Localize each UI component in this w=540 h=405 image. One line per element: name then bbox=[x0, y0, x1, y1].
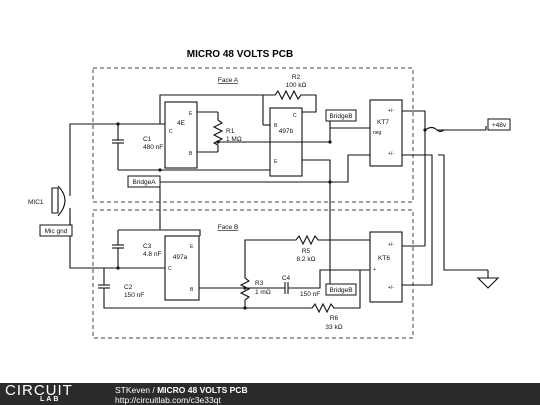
c1-name: C1 bbox=[143, 136, 152, 143]
r1-resistor bbox=[212, 119, 224, 146]
svg-text:C: C bbox=[293, 113, 297, 119]
svg-text:C: C bbox=[169, 129, 173, 135]
microphone-diaphragm bbox=[57, 185, 66, 217]
r6-name: R6 bbox=[330, 315, 339, 322]
c1-value: 480 nF bbox=[143, 144, 163, 151]
svg-text:+/-: +/- bbox=[388, 151, 394, 157]
svg-text:C: C bbox=[168, 266, 172, 272]
plus48v-label: +48v bbox=[492, 122, 507, 129]
face-b-label: Face B bbox=[218, 224, 239, 231]
author-name[interactable]: STKeven bbox=[115, 385, 150, 395]
mic-gnd-label: Mic gnd bbox=[45, 228, 68, 235]
plus48v-flag bbox=[487, 118, 511, 131]
r1-value: 1 MΩ bbox=[226, 136, 242, 143]
schematic-title: MICRO 48 VOLTS PCB bbox=[187, 49, 294, 60]
wire-mic-to-c1 bbox=[69, 123, 118, 196]
r5-value: 8.2 kΩ bbox=[297, 256, 316, 263]
r3-value: 1 mΩ bbox=[255, 289, 271, 296]
r5-name: R5 bbox=[302, 248, 311, 255]
c3-value: 4.8 nF bbox=[143, 251, 161, 258]
bridgea-flag bbox=[127, 175, 161, 188]
schematic-url[interactable]: http://circuitlab.com/c3e33qt bbox=[115, 395, 221, 405]
rail-positive bbox=[402, 110, 426, 246]
mic1-label: MIC1 bbox=[28, 199, 44, 206]
bridgeb-bottom-flag bbox=[325, 283, 357, 296]
svg-text:B: B bbox=[190, 287, 194, 293]
bridgeb-top-label: BridgeB bbox=[329, 113, 352, 120]
svg-text:E: E bbox=[274, 159, 278, 165]
kt7-regulator bbox=[369, 99, 403, 167]
kt6-regulator bbox=[369, 231, 403, 303]
svg-text:B: B bbox=[274, 123, 278, 129]
footer-credit: STKeven / MICRO 48 VOLTS PCB bbox=[115, 385, 248, 395]
microphone-body bbox=[51, 187, 59, 214]
r1-name: R1 bbox=[226, 128, 235, 135]
transistor-497a-label: 497a bbox=[173, 254, 188, 261]
r5-resistor bbox=[290, 234, 370, 246]
c4-value: 150 nF bbox=[300, 291, 320, 298]
footer-bar: CIRCUIT LAB STKeven / MICRO 48 VOLTS PCB… bbox=[0, 383, 540, 405]
circuitlab-logo-bottom: LAB bbox=[40, 396, 61, 403]
bridgeb-top-flag bbox=[325, 109, 357, 122]
svg-text:+/-: +/- bbox=[388, 285, 394, 291]
svg-text:E: E bbox=[190, 244, 194, 250]
face-a-label: Face A bbox=[218, 77, 239, 84]
svg-text:B: B bbox=[189, 151, 193, 157]
transistor-4e-label: 4E bbox=[177, 120, 186, 127]
face-a-outline bbox=[92, 67, 414, 203]
r6-value: 33 kΩ bbox=[325, 324, 342, 331]
transistor-497a bbox=[164, 235, 200, 301]
mic-gnd-flag bbox=[39, 224, 73, 237]
circuitlab-logo-top: CIRCUIT bbox=[5, 382, 73, 399]
bridgea-label: BridgeA bbox=[132, 179, 156, 186]
r6-resistor bbox=[290, 270, 361, 314]
svg-text:E: E bbox=[189, 111, 193, 117]
r2-value: 100 kΩ bbox=[286, 82, 307, 89]
r3-resistor bbox=[239, 270, 251, 308]
c3-name: C3 bbox=[143, 243, 152, 250]
svg-text:neg: neg bbox=[373, 130, 382, 136]
transistor-497b-label: 497b bbox=[279, 128, 294, 135]
svg-text:+: + bbox=[373, 267, 376, 273]
face-b-outline bbox=[92, 209, 414, 339]
c2-name: C2 bbox=[124, 284, 133, 291]
kt7-label: KT7 bbox=[377, 119, 389, 126]
r2-resistor bbox=[263, 89, 317, 102]
r3-name: R3 bbox=[255, 280, 264, 287]
footer-schematic-title: MICRO 48 VOLTS PCB bbox=[157, 385, 248, 395]
transistor-4e bbox=[164, 101, 198, 169]
ground-symbol bbox=[476, 277, 500, 289]
kt6-label: KT6 bbox=[378, 255, 390, 262]
wire-mic-to-faceb bbox=[69, 208, 118, 269]
svg-text:+/-: +/- bbox=[388, 108, 394, 114]
c2-value: 150 nF bbox=[124, 292, 144, 299]
svg-text:+/-: +/- bbox=[388, 242, 394, 248]
bridgeb-bottom-label: BridgeB bbox=[329, 287, 352, 294]
r2-name: R2 bbox=[292, 74, 301, 81]
c4-name: C4 bbox=[282, 275, 291, 282]
